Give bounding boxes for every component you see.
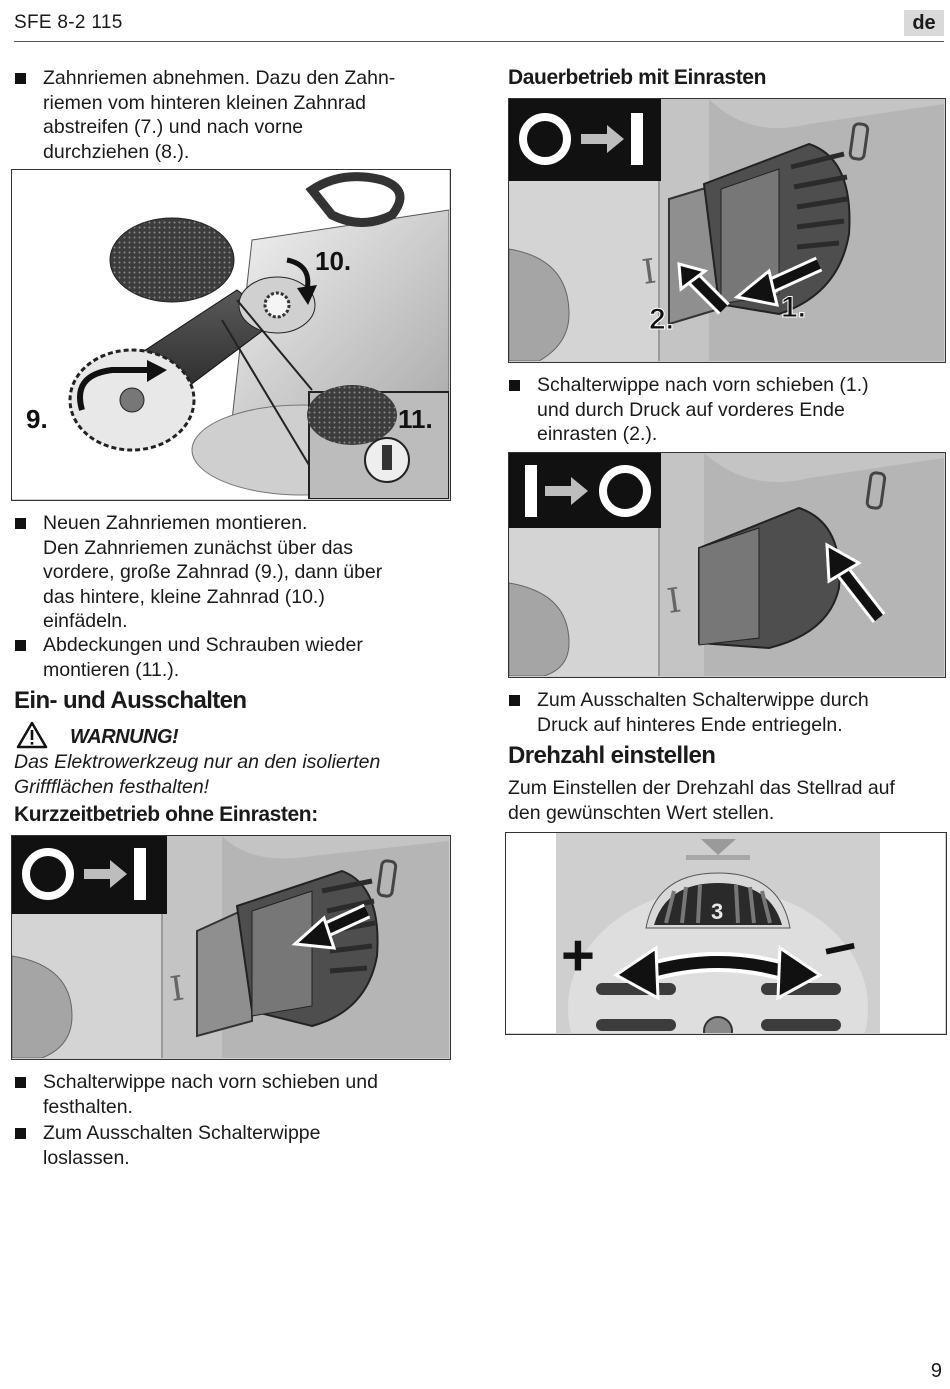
callout-1: 1.	[781, 291, 806, 324]
bullet-text: Abdeckungen und Schrauben wieder montier…	[43, 634, 363, 681]
bullet-remove-belt: Zahnriemen abnehmen. Dazu den Zahn- riem…	[14, 66, 452, 164]
figure-switch-momentary: I	[11, 835, 451, 1060]
switch-unlock-illustration: I	[509, 453, 944, 676]
dial-number: 3	[711, 899, 723, 924]
bullet-text: Zum Ausschalten Schalterwippe durch Druc…	[537, 689, 869, 736]
bullet-reassemble: Abdeckungen und Schrauben wieder montier…	[14, 633, 452, 682]
language-badge: de	[904, 10, 944, 36]
svg-text:I: I	[640, 251, 659, 292]
bullet-push-hold: Schalterwippe nach vorn schieben und fes…	[14, 1070, 452, 1119]
bullet-release: Zum Ausschalten Schalterwippe loslassen.	[14, 1121, 452, 1170]
speed-paragraph: Zum Einstellen der Drehzahl das Stellrad…	[508, 777, 895, 824]
speed-dial-illustration: 3 + –	[506, 833, 945, 1033]
bullet-square-icon	[15, 1128, 26, 1139]
switch-momentary-illustration: I	[12, 836, 449, 1058]
page-number: 9	[930, 1360, 942, 1382]
bullet-unlock: Zum Ausschalten Schalterwippe durch Druc…	[508, 688, 948, 737]
bullet-square-icon	[15, 518, 26, 529]
bullet-square-icon	[509, 695, 520, 706]
figure-switch-lock-on: I 1. 2.	[508, 98, 946, 363]
bullet-mount-belt: Neuen Zahnriemen montieren. Den Zahnriem…	[14, 511, 452, 634]
bullet-push-lock: Schalterwippe nach vorn schieben (1.) un…	[508, 373, 948, 447]
bullet-text: Zum Ausschalten Schalterwippe loslassen.	[43, 1122, 321, 1169]
figure-speed-dial: 3 + –	[505, 832, 947, 1035]
bullet-square-icon	[509, 380, 520, 391]
section-title-on-off: Ein- und Ausschalten	[14, 687, 247, 714]
bullet-text: Schalterwippe nach vorn schieben (1.) un…	[537, 374, 869, 445]
bullet-square-icon	[15, 1077, 26, 1088]
warning-triangle-icon	[16, 721, 48, 749]
model-name: SFE 8-2 115	[14, 12, 123, 33]
bullet-text: Zahnriemen abnehmen. Dazu den Zahn- riem…	[43, 67, 396, 163]
callout-10: 10.	[315, 246, 351, 276]
warning-title: WARNUNG!	[70, 726, 179, 748]
warning-text: Das Elektrowerkzeug nur an den isolierte…	[14, 751, 381, 798]
belt-drive-illustration: 9. 10. 11.	[12, 170, 449, 499]
section-title-speed: Drehzahl einstellen	[508, 742, 716, 769]
bullet-text: Neuen Zahnriemen montieren. Den Zahnriem…	[43, 512, 383, 632]
subsection-momentary: Kurzzeitbetrieb ohne Einrasten:	[14, 803, 318, 826]
bullet-square-icon	[15, 640, 26, 651]
svg-text:I: I	[168, 968, 187, 1009]
callout-9: 9.	[26, 404, 48, 434]
plus-sign: +	[561, 923, 595, 988]
svg-text:I: I	[665, 580, 684, 621]
subsection-continuous: Dauerbetrieb mit Einrasten	[508, 66, 767, 89]
figure-switch-unlock: I	[508, 452, 946, 678]
callout-11: 11.	[398, 404, 433, 434]
page-header: SFE 8-2 115 de	[14, 10, 944, 42]
figure-belt-drive: 9. 10. 11.	[11, 169, 451, 501]
callout-2: 2.	[649, 303, 674, 336]
bullet-square-icon	[15, 73, 26, 84]
bullet-text: Schalterwippe nach vorn schieben und fes…	[43, 1071, 378, 1118]
switch-lock-on-illustration: I 1. 2.	[509, 99, 944, 361]
